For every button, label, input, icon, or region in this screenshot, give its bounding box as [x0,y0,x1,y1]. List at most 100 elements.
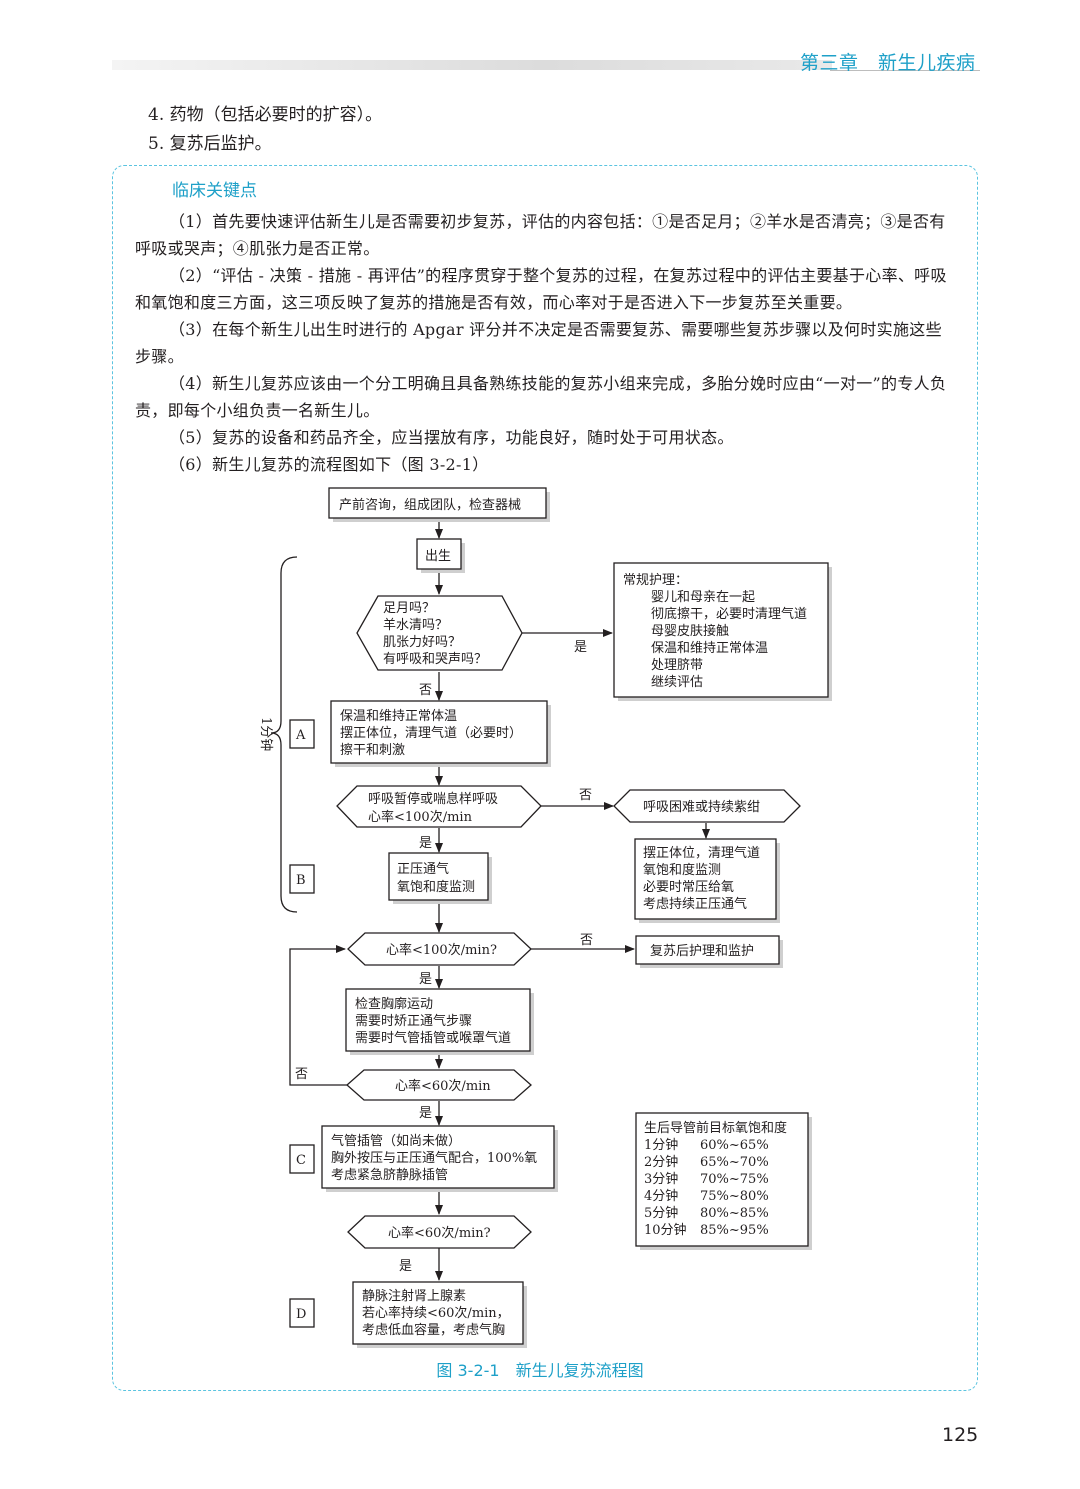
step-a-label: A [289,719,315,749]
spo2-row: 4分钟 75%~80% [644,1188,769,1204]
check-step: 需要时气管插管或喉罩气道 [355,1030,511,1046]
step-a-line: 擦干和刺激 [340,743,405,758]
yes-label: 是 [419,836,432,851]
prenatal-box: 产前咨询，组成团队，检查器械 [328,487,550,522]
step-d-line: 考虑低血容量，考虑气胸 [362,1322,505,1338]
dyspnea-question: 呼吸困难或持续紫绀 [613,789,801,823]
step-a-letter: A [295,728,306,743]
step-d-box: 静脉注射肾上腺素 若心率持续<60次/min， 考虑低血容量，考虑气胸 [352,1281,527,1348]
spo2-time: 5分钟 [644,1205,678,1221]
question-line: 心率<100次/min [368,809,473,825]
yes-label: 是 [574,640,587,655]
dyspnea-step: 考虑持续正压通气 [643,896,747,912]
spo2-time: 4分钟 [644,1188,678,1204]
spo2-row: 2分钟 65%~70% [644,1154,769,1170]
dyspnea-step: 氧饱和度监测 [643,862,721,878]
ventilation-check-box: 检查胸廓运动 需要时矫正通气步骤 需要时气管插管或喉罩气道 [345,988,534,1055]
heart-rate-question-60: 心率<60次/min [346,1069,532,1101]
step-b-label: B [289,864,315,894]
step-b-line: 氧饱和度监测 [397,879,475,895]
spo2-row: 1分钟 60%~65% [644,1137,769,1153]
key-points-box [112,165,978,1391]
key-point-paragraph: （1）首先要快速评估新生儿是否需要初步复苏，评估的内容包括：①是否足月；②羊水是… [135,212,946,258]
key-point-paragraph: （5）复苏的设备和药品齐全，应当摆放有序，功能良好，随时处于可用状态。 [169,428,734,447]
no-label: 否 [295,1067,308,1082]
no-label: 否 [419,683,432,698]
question-line: 肌张力好吗？ [383,635,461,650]
heart-rate-question-100: 心率<100次/min? [347,932,532,966]
question-line: 羊水清吗？ [383,617,448,633]
yes-label: 是 [419,972,432,987]
routine-item: 婴儿和母亲在一起 [651,590,755,605]
spo2-range: 60%~65% [700,1138,769,1153]
step-d-label: D [289,1298,315,1328]
yes-label: 是 [399,1259,412,1274]
routine-item: 保温和维持正常体温 [651,641,768,656]
question-text: 心率<60次/min? [388,1225,491,1241]
dyspnea-step: 必要时常压给氧 [643,880,734,895]
spo2-row: 3分钟 70%~75% [644,1171,769,1187]
routine-item: 继续评估 [651,675,703,690]
post-resuscitation-care-box: 复苏后护理和监护 [635,935,783,968]
step-a-line: 保温和维持正常体温 [340,709,457,724]
dyspnea-step: 摆正体位，清理气道 [643,845,760,861]
no-label: 否 [579,788,592,803]
prenatal-text: 产前咨询，组成团队，检查器械 [339,497,521,513]
key-points-text: （1）首先要快速评估新生儿是否需要初步复苏，评估的内容包括：①是否足月；②羊水是… [135,208,955,478]
step-c-letter: C [296,1153,306,1168]
step-d-letter: D [296,1307,306,1322]
step-c-line: 气管插管（如尚未做） [331,1133,461,1149]
step-c-line: 考虑紧急脐静脉插管 [331,1168,448,1183]
spo2-range: 70%~75% [700,1172,769,1187]
check-step: 检查胸廓运动 [355,996,433,1012]
question-line: 呼吸暂停或喘息样呼吸 [368,791,498,807]
routine-item: 母婴皮肤接触 [651,623,729,639]
no-label: 否 [580,933,593,948]
key-point-paragraph: （2）“评估 - 决策 - 措施 - 再评估”的程序贯穿于整个复苏的过程，在复苏… [135,266,947,312]
birth-box: 出生 [416,538,465,573]
step-b-box: 正压通气 氧饱和度监测 [388,852,492,904]
step-b-line: 正压通气 [397,861,449,877]
routine-title: 常规护理： [623,573,688,588]
chapter-title: 第三章 新生儿疾病 [800,52,976,74]
spo2-time: 1分钟 [644,1137,678,1153]
spo2-row: 10分钟 85%~95% [644,1222,769,1238]
spo2-time: 2分钟 [644,1154,678,1170]
check-step: 需要时矫正通气步骤 [355,1013,472,1029]
header-rule [112,60,832,70]
dyspnea-steps-box: 摆正体位，清理气道 氧饱和度监测 必要时常压给氧 考虑持续正压通气 [634,838,780,923]
question-text: 心率<100次/min? [386,942,497,958]
step-c-box: 气管插管（如尚未做） 胸外按压与正压通气配合，100%氧 考虑紧急脐静脉插管 [321,1125,558,1192]
spo2-range: 75%~80% [700,1189,769,1204]
key-point-paragraph: （6）新生儿复苏的流程图如下（图 3-2-1） [169,455,489,474]
question-text: 心率<60次/min [395,1078,491,1094]
question-line: 有呼吸和哭声吗？ [383,652,487,667]
spo2-range: 80%~85% [700,1206,769,1221]
flow-connectors [270,518,710,1281]
spo2-row: 5分钟 80%~85% [644,1205,769,1221]
spo2-range: 85%~95% [700,1223,769,1238]
key-points-title: 临床关键点 [172,181,257,201]
step-a-line: 摆正体位，清理气道（必要时） [340,725,522,741]
dyspnea-text: 呼吸困难或持续紫绀 [643,800,760,815]
step-d-line: 若心率持续<60次/min， [362,1305,510,1321]
spo2-time: 3分钟 [644,1171,678,1187]
routine-item: 处理脐带 [651,658,703,673]
spo2-range: 65%~70% [700,1155,769,1170]
header-underline [830,70,980,71]
spo2-table-title: 生后导管前目标氧饱和度 [644,1120,787,1136]
spo2-target-table: 生后导管前目标氧饱和度 1分钟 60%~65% 2分钟 65%~70% 3分钟 … [635,1112,812,1250]
step-b-letter: B [296,873,306,888]
assessment-question-2: 呼吸暂停或喘息样呼吸 心率<100次/min [336,785,542,828]
key-point-paragraph: （4）新生儿复苏应该由一个分工明确且具备熟练技能的复苏小组来完成，多胎分娩时应由… [135,374,947,420]
routine-item: 彻底擦干，必要时清理气道 [651,606,807,622]
one-minute-label: 1分钟 [258,717,274,751]
heart-rate-question-60-repeat: 心率<60次/min? [347,1215,532,1249]
key-point-paragraph: （3）在每个新生儿出生时进行的 Apgar 评分并不决定是否需要复苏、需要哪些复… [135,320,942,366]
step-c-label: C [289,1144,315,1174]
step-a-box: 保温和维持正常体温 摆正体位，清理气道（必要时） 擦干和刺激 [330,700,551,767]
assessment-question-1: 足月吗？ 羊水清吗？ 肌张力好吗？ 有呼吸和哭声吗？ [356,595,523,671]
figure-caption: 图 3-2-1 新生儿复苏流程图 [436,1361,644,1380]
step-d-line: 静脉注射肾上腺素 [362,1288,466,1304]
